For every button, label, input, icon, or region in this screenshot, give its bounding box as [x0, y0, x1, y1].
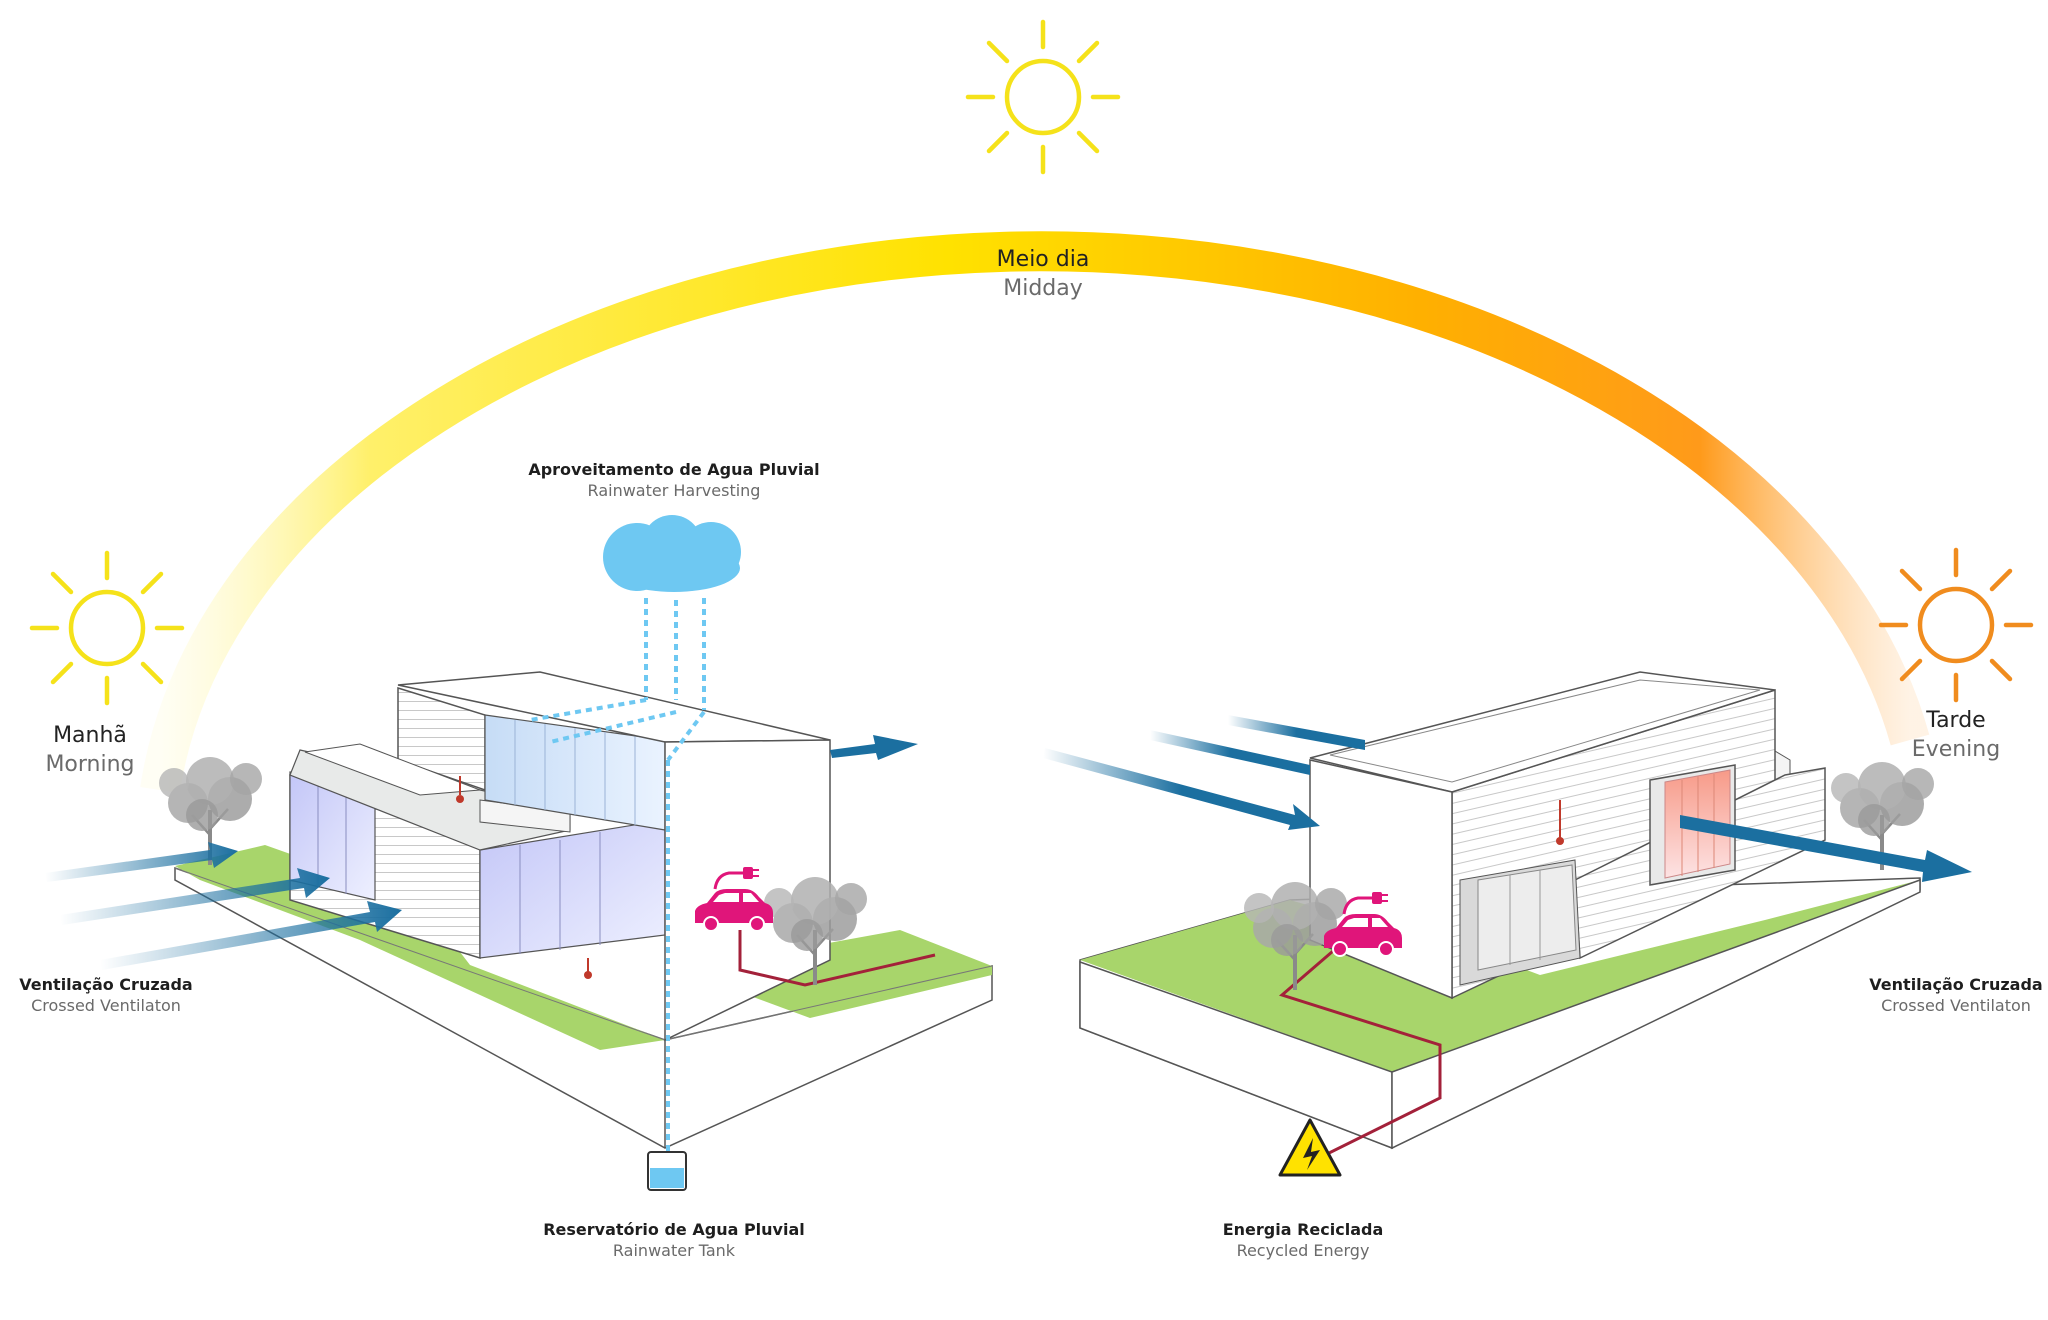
label-midday: Meio dia Midday — [943, 246, 1143, 303]
rain-lines — [529, 598, 706, 1152]
sun-path-arc — [140, 231, 1930, 794]
thermometer-icon — [456, 776, 464, 803]
label-midday-en: Midday — [1003, 275, 1083, 301]
thermometer-icon — [584, 958, 592, 979]
label-morning-pt: Manhã — [53, 723, 127, 748]
label-rainwater-harvesting: Aproveitamento de Agua Pluvial Rainwater… — [524, 460, 824, 502]
wind-arrow-icon — [1043, 715, 1972, 882]
label-rainwater-harvesting-pt: Aproveitamento de Agua Pluvial — [528, 460, 820, 479]
label-recycled-energy: Energia Reciclada Recycled Energy — [1178, 1220, 1428, 1262]
label-morning-en: Morning — [45, 751, 135, 777]
warning-icon — [1278, 1118, 1342, 1177]
right-house — [1079, 671, 1936, 1157]
left-energy-cable — [738, 930, 936, 987]
label-ventilation-right-en: Crossed Ventilaton — [1881, 995, 2031, 1015]
label-ventilation-left-en: Crossed Ventilaton — [31, 995, 181, 1015]
label-evening: Tarde Evening — [1886, 707, 2026, 764]
label-midday-pt: Meio dia — [996, 247, 1090, 272]
label-rainwater-tank-en: Rainwater Tank — [612, 1240, 736, 1260]
label-morning: Manhã Morning — [20, 722, 160, 779]
label-recycled-energy-en: Recycled Energy — [1236, 1240, 1370, 1260]
label-evening-en: Evening — [1911, 736, 2001, 762]
label-ventilation-left: Ventilação Cruzada Crossed Ventilaton — [16, 975, 196, 1017]
label-rainwater-tank-pt: Reservatório de Agua Pluvial — [543, 1220, 805, 1239]
label-rainwater-tank: Reservatório de Agua Pluvial Rainwater T… — [524, 1220, 824, 1262]
tank-icon — [647, 1151, 687, 1191]
label-ventilation-right: Ventilação Cruzada Crossed Ventilaton — [1866, 975, 2046, 1017]
sun-icon — [965, 19, 1121, 175]
left-lawn-right — [680, 930, 992, 1018]
sun-icon — [1878, 547, 2034, 703]
left-house — [157, 671, 993, 1149]
cloud-icon — [603, 515, 741, 592]
label-rainwater-harvesting-en: Rainwater Harvesting — [587, 480, 761, 500]
wind-arrow-icon — [45, 735, 918, 970]
label-evening-pt: Tarde — [1926, 708, 1986, 733]
right-energy-cable — [1278, 943, 1442, 1157]
sun-icon — [29, 550, 185, 706]
label-ventilation-right-pt: Ventilação Cruzada — [1869, 975, 2043, 994]
label-recycled-energy-pt: Energia Reciclada — [1222, 1220, 1384, 1239]
thermometer-icon — [1556, 800, 1564, 845]
label-ventilation-left-pt: Ventilação Cruzada — [19, 975, 193, 994]
